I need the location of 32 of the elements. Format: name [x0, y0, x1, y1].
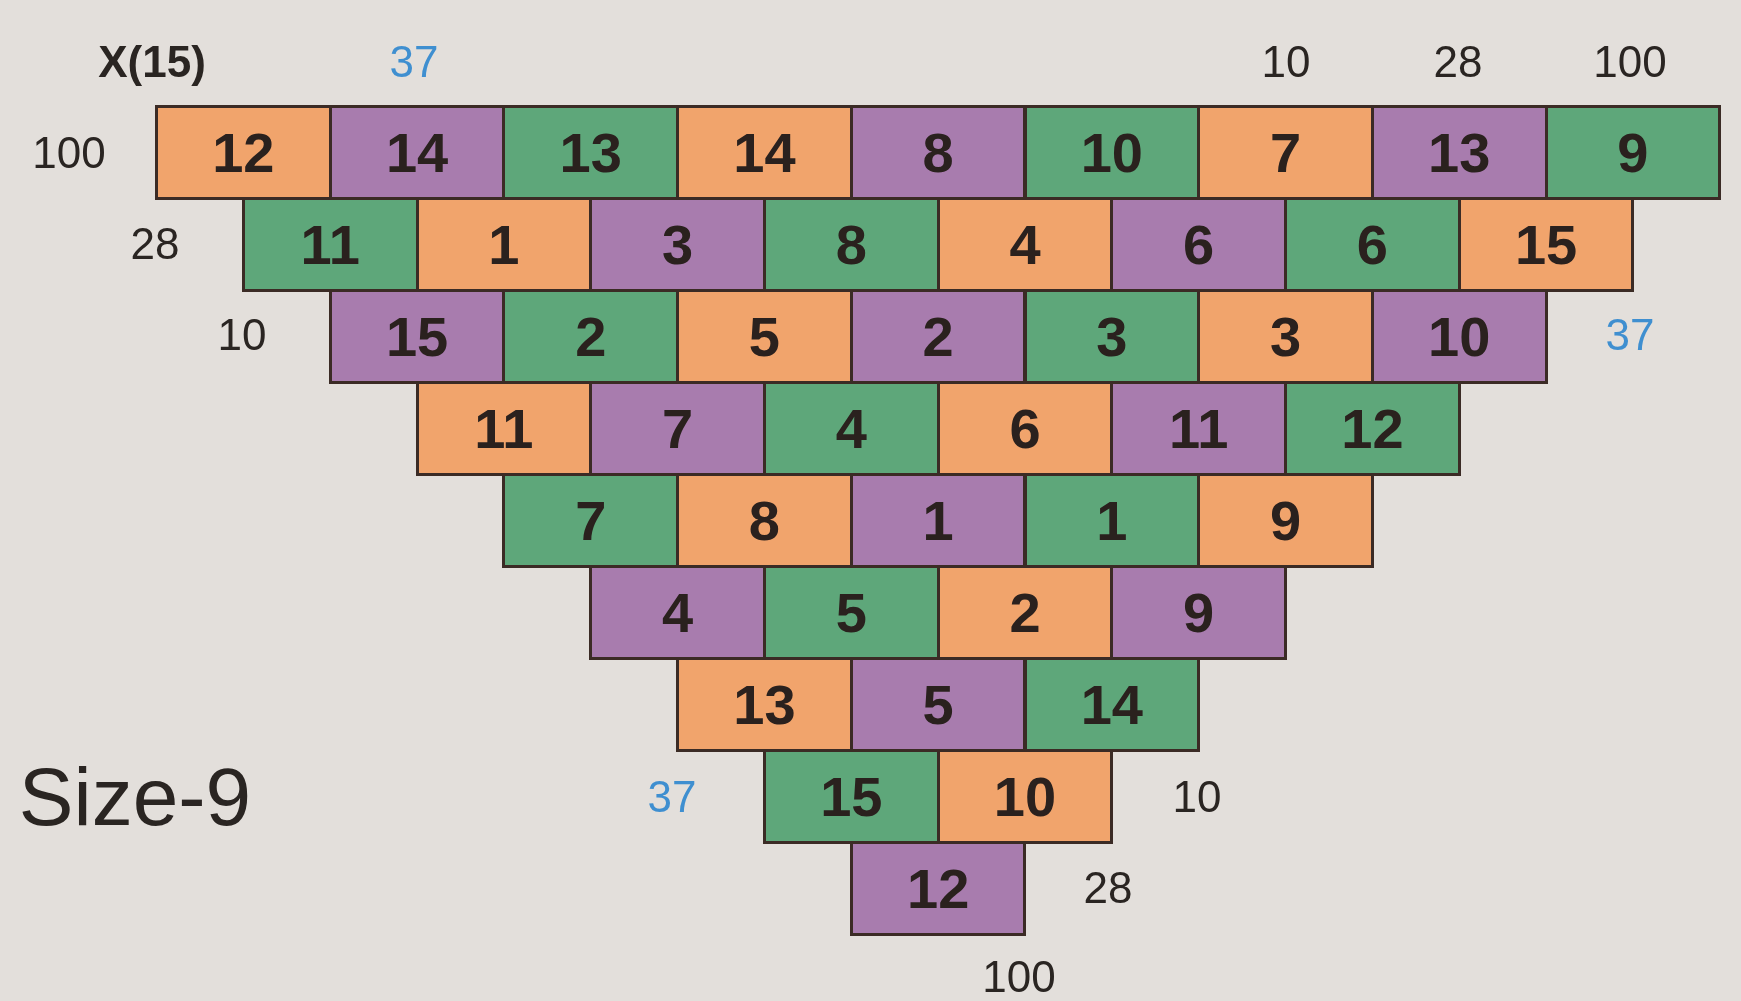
number-tile: 13: [676, 657, 853, 752]
clue-number: 100: [982, 952, 1056, 1001]
clue-number: 100: [1593, 37, 1667, 87]
clue-number: 100: [32, 128, 106, 178]
puzzle-title: Size-9: [18, 750, 252, 844]
number-tile: 9: [1197, 473, 1374, 568]
number-tile: 11: [241, 197, 419, 292]
number-tile: 12: [849, 841, 1027, 936]
number-tile: 15: [762, 749, 940, 844]
number-tile: 3: [1197, 289, 1374, 384]
number-tile: 14: [1023, 657, 1201, 752]
clue-number: 28: [1433, 37, 1483, 87]
clue-number: 28: [1083, 863, 1133, 913]
number-tile: 12: [1284, 381, 1461, 476]
clue-number: 10: [1261, 37, 1311, 87]
clue-number: X(15): [98, 37, 206, 87]
number-tile: 7: [1197, 105, 1374, 200]
clue-number: 37: [1605, 310, 1655, 360]
clue-number: 28: [130, 219, 180, 269]
number-tile: 7: [589, 381, 766, 476]
number-tile: 4: [589, 565, 766, 660]
clue-number: 10: [1172, 772, 1222, 822]
clue-number: 37: [647, 772, 697, 822]
number-tile: 9: [1110, 565, 1288, 660]
clue-number: 10: [217, 310, 267, 360]
number-tile: 5: [676, 289, 853, 384]
clue-number: 37: [389, 37, 439, 87]
number-tile: 8: [676, 473, 853, 568]
number-tile: 12: [155, 105, 332, 200]
number-tile: 14: [676, 105, 853, 200]
number-tile: 6: [1284, 197, 1461, 292]
number-tile: 3: [589, 197, 766, 292]
